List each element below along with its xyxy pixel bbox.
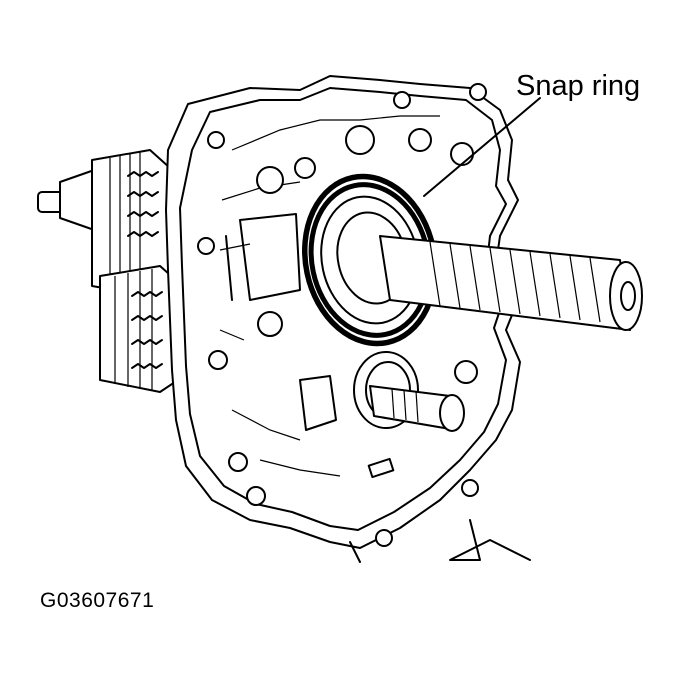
counter-shaft — [353, 351, 465, 432]
figure-code: G03607671 — [40, 589, 155, 612]
input-shaft — [379, 235, 643, 331]
snap-ring-callout-label: Snap ring — [516, 70, 641, 102]
gear-cluster — [37, 149, 179, 393]
callout-leader-line — [423, 97, 541, 197]
